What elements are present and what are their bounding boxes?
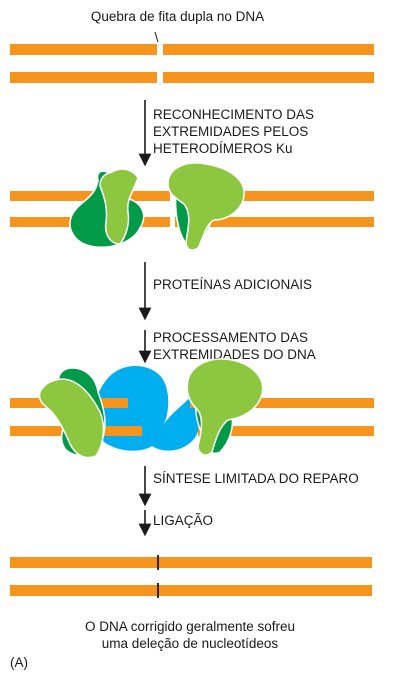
repaired-dna-stage xyxy=(10,555,372,598)
dna-strand xyxy=(175,191,374,201)
ku-heterodimer-light xyxy=(99,168,139,245)
dna-strand xyxy=(190,398,374,408)
panel-label: (A) xyxy=(10,655,28,670)
dna-strand xyxy=(198,426,374,436)
dna-strand xyxy=(10,557,372,568)
dna-strand xyxy=(163,72,374,83)
ku-binding-stage xyxy=(10,162,374,251)
dna-strand xyxy=(10,44,157,55)
additional-protein xyxy=(93,366,202,451)
step-label-processing: PROCESSAMENTO DAS EXTREMIDADES DO DNA xyxy=(153,330,316,362)
dna-strand xyxy=(10,585,372,596)
dna-strand xyxy=(175,217,374,227)
step-label-ligation: LIGAÇÃO xyxy=(153,513,214,528)
step-label-additional-proteins: PROTEÍNAS ADICIONAIS xyxy=(153,277,313,292)
ku-heterodimer-light xyxy=(167,162,245,251)
break-pointer xyxy=(154,31,159,43)
ku-heterodimer-light xyxy=(186,358,264,456)
step-label-limited-synthesis: SÍNTESE LIMITADA DO REPARO xyxy=(153,471,359,486)
processing-stage xyxy=(10,358,374,459)
step-label-recognition: RECONHECIMENTO DAS EXTREMIDADES PELOS HE… xyxy=(153,107,315,156)
dna-break-stage xyxy=(10,31,374,83)
diagram-title: Quebra de fita dupla no DNA xyxy=(90,9,265,24)
dna-strand xyxy=(163,44,374,55)
dna-strand xyxy=(10,72,157,83)
result-caption: O DNA corrigido geralmente sofreu uma de… xyxy=(84,619,296,651)
ku-heterodimer-light xyxy=(38,378,105,459)
